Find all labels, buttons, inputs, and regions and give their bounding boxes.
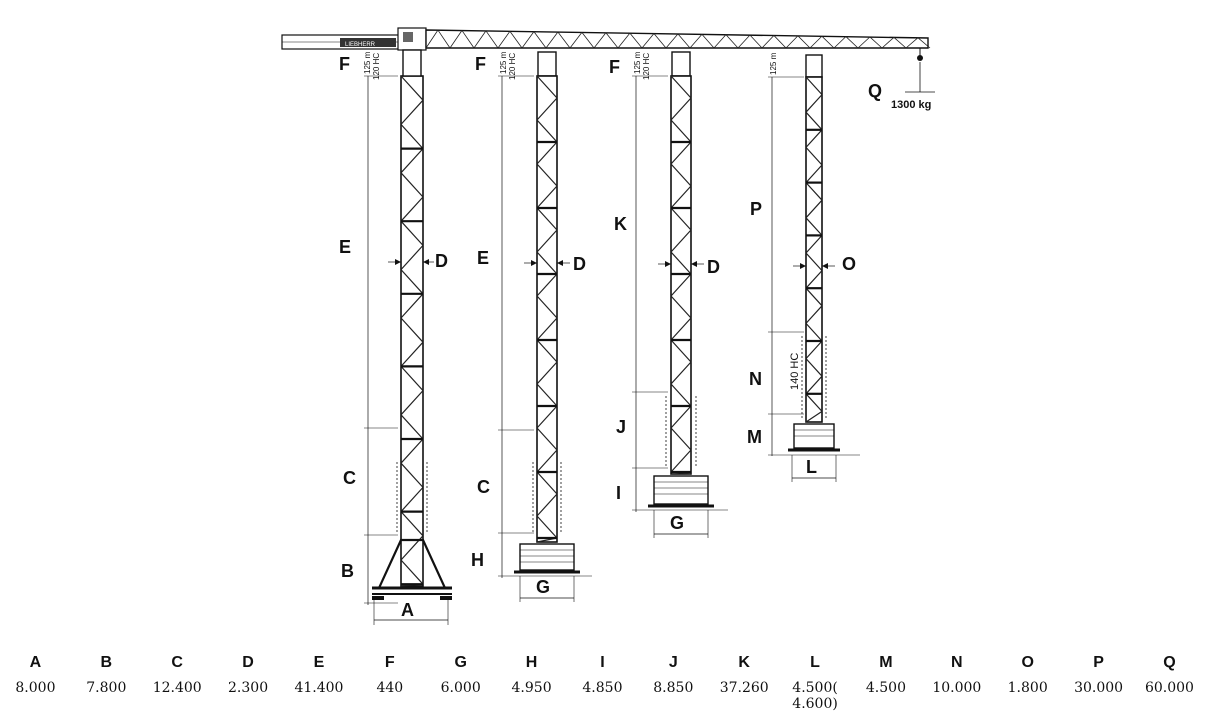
dim-header-Q: Q — [1163, 654, 1176, 671]
label-D-t2: D — [573, 254, 586, 274]
dim-header-A: A — [29, 654, 42, 671]
dim-header-B: B — [100, 654, 113, 671]
dim-value-O: 1.800 — [1007, 680, 1048, 696]
label-F-t2: F — [475, 54, 486, 74]
dim-header-L: L — [810, 654, 820, 671]
label-C-t1: C — [343, 468, 356, 488]
label-E-t2: E — [477, 248, 489, 268]
tower-3-ballast-base — [653, 475, 709, 505]
label-N-t4: N — [749, 369, 762, 389]
dim-value-P: 30.000 — [1074, 680, 1124, 696]
section-120hc-t2: 120 HC — [508, 53, 517, 80]
operator-cab — [403, 32, 413, 42]
section-140hc-t4: 140 HC — [789, 353, 801, 390]
dim-value-J: 8.850 — [653, 680, 694, 696]
hook-block — [917, 55, 923, 61]
section-125-t4: 125 m — [769, 52, 778, 75]
dim-value-G: 6.000 — [440, 680, 481, 696]
dim-header-G: G — [454, 654, 467, 671]
label-A-t1: A — [401, 600, 414, 620]
tower-2: 125 m 120 HC F E D C H G — [471, 51, 592, 602]
dim-value-B: 7.800 — [86, 680, 127, 696]
label-Q: Q — [868, 81, 882, 101]
label-P-t4: P — [750, 199, 762, 219]
section-120hc-t1: 120 HC — [372, 53, 381, 80]
label-K-t3: K — [614, 214, 627, 234]
label-F-t1: F — [339, 54, 350, 74]
label-O-t4: O — [842, 254, 856, 274]
main-jib — [425, 29, 929, 49]
label-C-t2: C — [477, 477, 490, 497]
label-D-t3: D — [707, 257, 720, 277]
label-D-t1: D — [435, 251, 448, 271]
label-L-t4: L — [806, 457, 817, 477]
dim-header-E: E — [313, 654, 325, 671]
dim-value-I: 4.850 — [582, 680, 623, 696]
dimension-table-value-row: 8.000 7.800 12.400 2.300 41.400 440 6.00… — [0, 676, 1205, 712]
dim-value-Q: 60.000 — [1144, 680, 1194, 696]
dimension-table: A B C D E F G H I J K L M N O P Q 8.000 … — [0, 650, 1205, 712]
dim-header-P: P — [1093, 654, 1104, 671]
tower-2-head — [537, 51, 557, 77]
dimension-table-header-row: A B C D E F G H I J K L M N O P Q — [0, 650, 1205, 676]
dim-header-D: D — [242, 654, 254, 671]
tower-4: 125 m 140 HC P O N M L — [747, 52, 860, 482]
dim-value-D: 2.300 — [228, 680, 269, 696]
dim-value-C: 12.400 — [152, 680, 202, 696]
dim-header-N: N — [951, 654, 963, 671]
crane-diagram: LIEBHERR Q 1300 kg — [281, 27, 935, 625]
dim-value-L: 4.500( 4.600) — [792, 680, 838, 712]
tower-2-mast — [536, 75, 558, 543]
section-120hc-t3: 120 HC — [642, 53, 651, 80]
hook-load-label: 1300 kg — [891, 99, 931, 111]
dim-value-K: 37.260 — [719, 680, 769, 696]
dim-header-J: J — [668, 654, 678, 671]
label-M-t4: M — [747, 427, 762, 447]
label-J-t3: J — [616, 417, 626, 437]
label-G-t2: G — [536, 577, 550, 597]
tower-4-head — [805, 54, 823, 78]
section-125-t1: 125 m — [363, 51, 372, 74]
dim-header-O: O — [1021, 654, 1034, 671]
dim-header-F: F — [384, 654, 395, 671]
dim-value-H: 4.950 — [511, 680, 552, 696]
label-H-t2: H — [471, 550, 484, 570]
dim-value-N: 10.000 — [932, 680, 982, 696]
tower-3: 125 m 120 HC F K D J I G — [609, 51, 728, 538]
dim-header-H: H — [525, 654, 538, 671]
counterweight — [340, 38, 396, 47]
tower-1: 125 m 120 HC F E D C B A — [339, 49, 452, 625]
dim-value-F: 440 — [376, 680, 404, 696]
dim-header-M: M — [879, 654, 893, 671]
tower-3-head — [671, 51, 691, 77]
label-I-t3: I — [616, 483, 621, 503]
tower-1-head — [402, 49, 422, 77]
tower-2-ballast-base — [519, 543, 575, 571]
crane-jib: LIEBHERR Q 1300 kg — [281, 27, 935, 111]
liebherr-logo-text: LIEBHERR — [345, 42, 376, 48]
label-E-t1: E — [339, 237, 351, 257]
label-F-t3: F — [609, 57, 620, 77]
dim-header-K: K — [738, 654, 750, 671]
dim-value-M: 4.500 — [865, 680, 906, 696]
dim-header-C: C — [171, 654, 183, 671]
dim-value-E: 41.400 — [294, 680, 344, 696]
label-B-t1: B — [341, 561, 354, 581]
dim-header-I: I — [600, 654, 605, 671]
dim-value-A: 8.000 — [15, 680, 56, 696]
section-125-t3: 125 m — [633, 51, 642, 74]
label-G-t3: G — [670, 513, 684, 533]
section-125-t2: 125 m — [499, 51, 508, 74]
